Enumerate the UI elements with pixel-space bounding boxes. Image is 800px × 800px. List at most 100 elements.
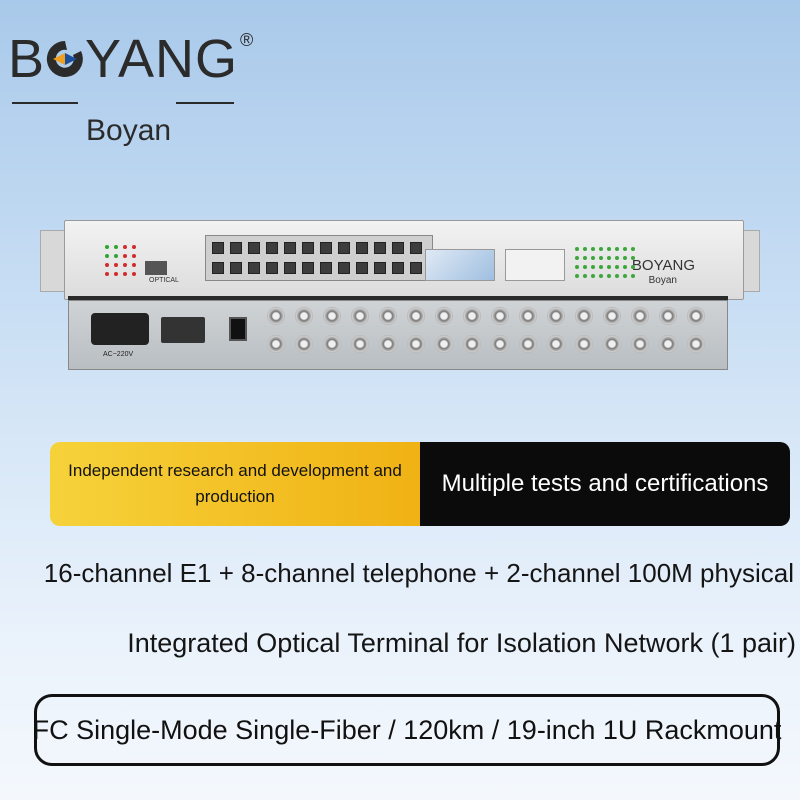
bnc-connector — [323, 307, 341, 325]
status-led — [615, 274, 619, 278]
status-led — [607, 247, 611, 251]
rj45-port — [284, 242, 296, 254]
rj45-port — [302, 242, 314, 254]
status-led — [615, 247, 619, 251]
feature-banner: Independent research and development and… — [50, 442, 790, 526]
description-line-1: 16-channel E1 + 8-channel telephone + 2-… — [43, 558, 794, 588]
status-led — [599, 274, 603, 278]
rj45-port — [374, 262, 386, 274]
bnc-connector — [379, 335, 397, 353]
rj45-port — [284, 262, 296, 274]
logo-letters-rest: YANG — [85, 29, 239, 89]
rj45-port-block — [205, 235, 433, 281]
bnc-connector — [295, 335, 313, 353]
bnc-connector — [463, 335, 481, 353]
rj45-port — [356, 242, 368, 254]
optical-port — [145, 261, 167, 275]
status-led — [123, 272, 127, 276]
status-led — [615, 256, 619, 260]
status-led — [123, 254, 127, 258]
rj45-port — [248, 262, 260, 274]
status-led — [132, 245, 136, 249]
status-led — [599, 265, 603, 269]
device-brand: BOYANG — [631, 257, 695, 274]
status-led — [623, 247, 627, 251]
terminal-block — [161, 317, 205, 343]
rj45-port — [338, 242, 350, 254]
bnc-connector — [491, 335, 509, 353]
status-led — [583, 247, 587, 251]
rj45-port — [212, 262, 224, 274]
device-rear-panel: AC~220V — [68, 300, 728, 370]
bnc-connector — [575, 307, 593, 325]
status-led — [623, 256, 627, 260]
spec-text: FC Single-Mode Single-Fiber / 120km / 19… — [32, 714, 782, 745]
status-led — [583, 274, 587, 278]
bnc-connector — [547, 335, 565, 353]
brand-logo: B YANG ® Boyan — [8, 28, 258, 147]
rj45-port — [338, 262, 350, 274]
description-line-2: Integrated Optical Terminal for Isolatio… — [127, 628, 796, 658]
status-led — [575, 274, 579, 278]
rj45-port — [410, 262, 422, 274]
bnc-connector — [603, 307, 621, 325]
status-led — [583, 265, 587, 269]
status-led — [132, 272, 136, 276]
status-led — [105, 263, 109, 267]
bnc-connector — [631, 335, 649, 353]
bnc-connector — [267, 307, 285, 325]
status-led — [575, 256, 579, 260]
rj45-port — [266, 262, 278, 274]
bnc-connector — [407, 335, 425, 353]
banner-left-text: Independent research and development and… — [50, 442, 420, 526]
status-led — [607, 265, 611, 269]
rj45-port — [230, 242, 242, 254]
status-led — [583, 256, 587, 260]
spec-label-card — [505, 249, 565, 281]
status-led — [623, 274, 627, 278]
product-label-card — [425, 249, 495, 281]
bnc-connector — [547, 307, 565, 325]
bnc-connector — [603, 335, 621, 353]
bnc-connector — [491, 307, 509, 325]
logo-wordmark: B YANG — [8, 28, 238, 90]
rj45-port — [410, 242, 422, 254]
status-led — [631, 274, 635, 278]
rj45-port — [248, 242, 260, 254]
status-led — [105, 245, 109, 249]
status-led — [575, 247, 579, 251]
bnc-connector — [659, 307, 677, 325]
status-led — [623, 265, 627, 269]
status-led — [132, 263, 136, 267]
rack-ear-left — [40, 230, 66, 292]
bnc-connector — [379, 307, 397, 325]
status-led — [114, 254, 118, 258]
status-led — [607, 256, 611, 260]
bnc-connector — [407, 307, 425, 325]
status-led — [114, 263, 118, 267]
status-led — [123, 263, 127, 267]
status-led — [114, 245, 118, 249]
bnc-connector — [687, 335, 705, 353]
logo-divider-right — [176, 102, 234, 104]
bnc-connector — [435, 307, 453, 325]
power-socket — [91, 313, 149, 345]
banner-right-text: Multiple tests and certifications — [420, 442, 790, 526]
bnc-connector — [267, 335, 285, 353]
rj45-port — [266, 242, 278, 254]
status-led — [123, 245, 127, 249]
logo-subtitle: Boyan — [86, 114, 172, 147]
bnc-connector — [519, 307, 537, 325]
power-label: AC~220V — [103, 351, 134, 358]
device-brand-sub: Boyan — [648, 275, 677, 286]
status-led — [105, 254, 109, 258]
device-front-panel: OPTICAL BOYANG Boyan — [64, 220, 744, 300]
rj45-port — [230, 262, 242, 274]
status-led — [631, 256, 635, 260]
bnc-connector — [323, 335, 341, 353]
status-led — [631, 247, 635, 251]
rj45-port — [392, 242, 404, 254]
bnc-connector — [687, 307, 705, 325]
power-switch — [229, 317, 247, 341]
rj45-port — [356, 262, 368, 274]
